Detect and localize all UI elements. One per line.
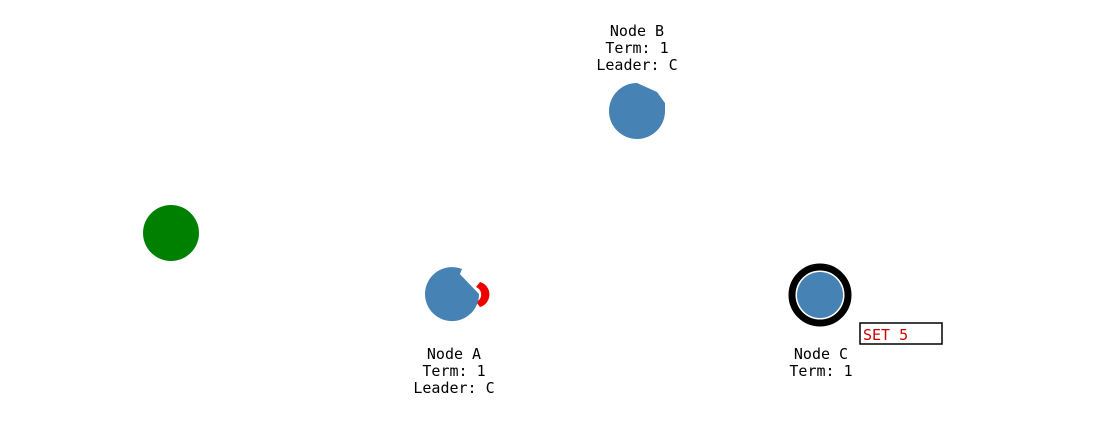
node-c-circle[interactable] [797,272,843,318]
node-b-leader: Leader: C [596,56,677,74]
node-a: Node A Term: 1 Leader: C [413,267,495,397]
node-b: Node B Term: 1 Leader: C [596,22,678,139]
node-b-term: Term: 1 [605,39,668,57]
node-a-leader: Leader: C [413,379,494,397]
node-a-name: Node A [427,345,481,363]
leader-ring [788,263,852,327]
node-a-term: Term: 1 [422,362,485,380]
log-entry-text: SET 5 [863,326,908,344]
node-b-name: Node B [610,22,664,40]
node-a-circle[interactable] [425,267,480,322]
node-c: SET 5 Node C Term: 1 [788,263,943,380]
node-c-name: Node C [794,345,848,363]
log-entry-box [859,322,943,345]
node-a-message-arc [476,282,490,307]
node-c-term: Term: 1 [789,362,852,380]
node-b-circle[interactable] [609,83,665,139]
client-node[interactable] [143,205,199,261]
